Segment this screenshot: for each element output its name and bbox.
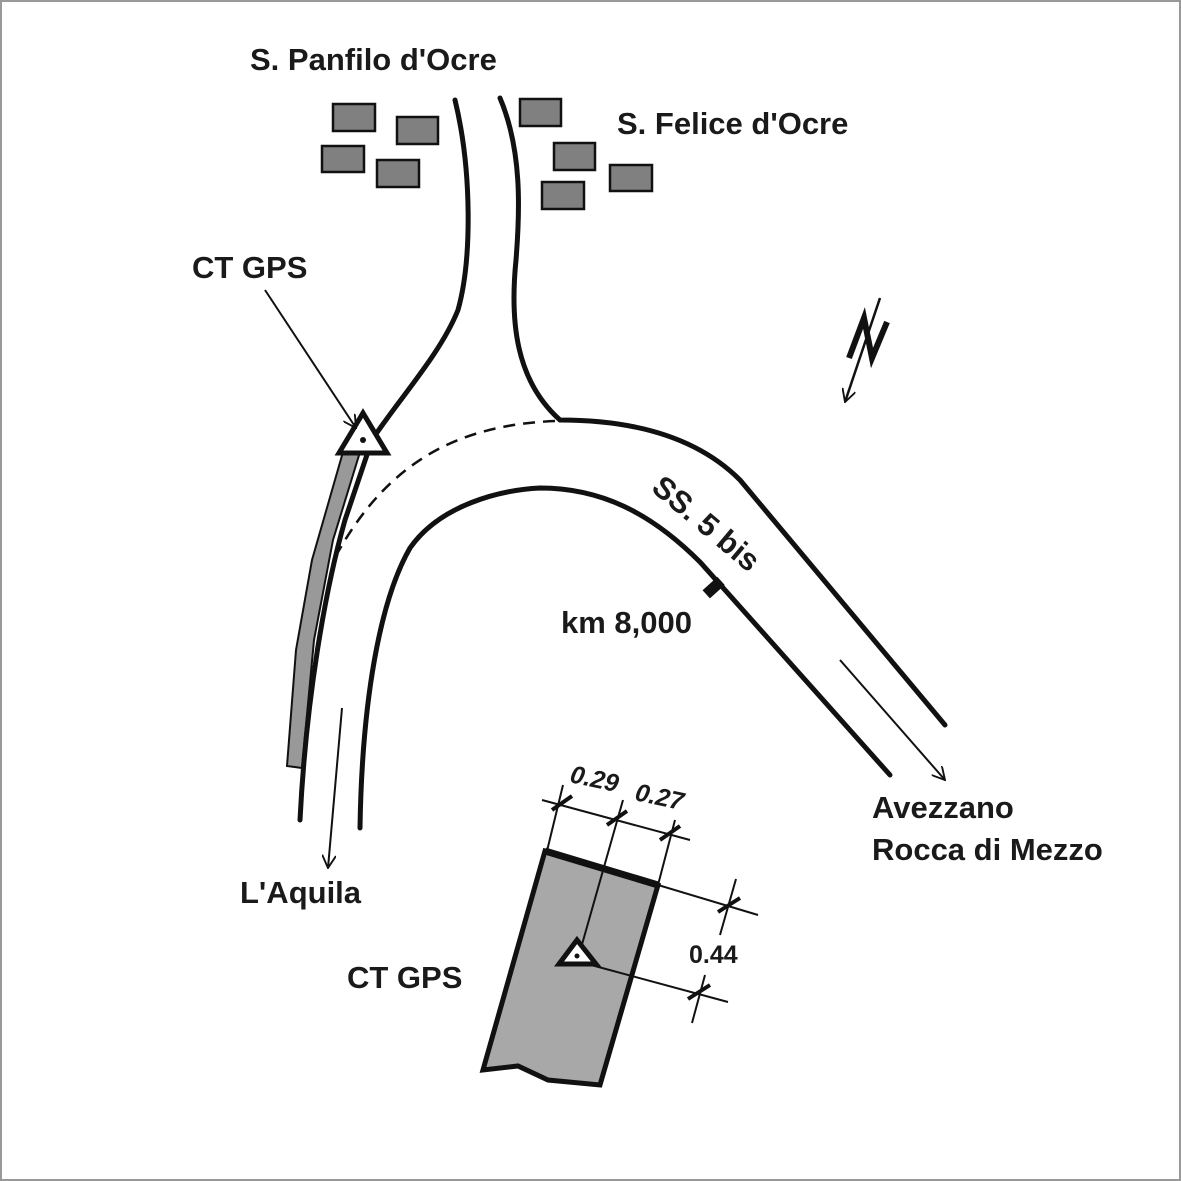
gps-station-detail-triangle-icon [554, 935, 602, 967]
label-san-panfilo: S. Panfilo d'Ocre [250, 42, 497, 77]
building [331, 102, 377, 133]
building [552, 141, 597, 172]
building [518, 97, 563, 128]
building [540, 180, 586, 211]
label-laquila: L'Aquila [240, 875, 362, 910]
dimension-lines [541, 784, 759, 1024]
dimension-0-44: 0.44 [689, 941, 738, 969]
road-edge-north-east [497, 95, 948, 728]
label-rocca-di-mezzo: Rocca di Mezzo [872, 832, 1103, 867]
direction-arrow-laquila [328, 707, 343, 868]
building [320, 144, 366, 174]
label-km-marker: km 8,000 [561, 605, 692, 640]
label-ct-gps-detail: CT GPS [347, 960, 462, 995]
buildings-san-panfilo [320, 102, 440, 189]
gps-station-triangle-icon [334, 408, 392, 456]
road-edge-west [297, 97, 471, 823]
building [608, 163, 654, 193]
label-avezzano: Avezzano [872, 790, 1014, 825]
building [375, 158, 421, 189]
label-san-felice: S. Felice d'Ocre [617, 106, 848, 141]
direction-arrow-avezzano [839, 659, 945, 780]
road-edge-inner [357, 485, 893, 831]
station-pointer-arrow [264, 289, 356, 428]
buildings-san-felice [518, 97, 654, 211]
parcel-front-edge [543, 847, 660, 889]
north-arrow-icon [845, 297, 890, 402]
km-marker-icon [702, 576, 725, 599]
label-ct-gps-top: CT GPS [192, 250, 307, 285]
dashed-road-edge [336, 419, 556, 553]
building [395, 115, 440, 146]
